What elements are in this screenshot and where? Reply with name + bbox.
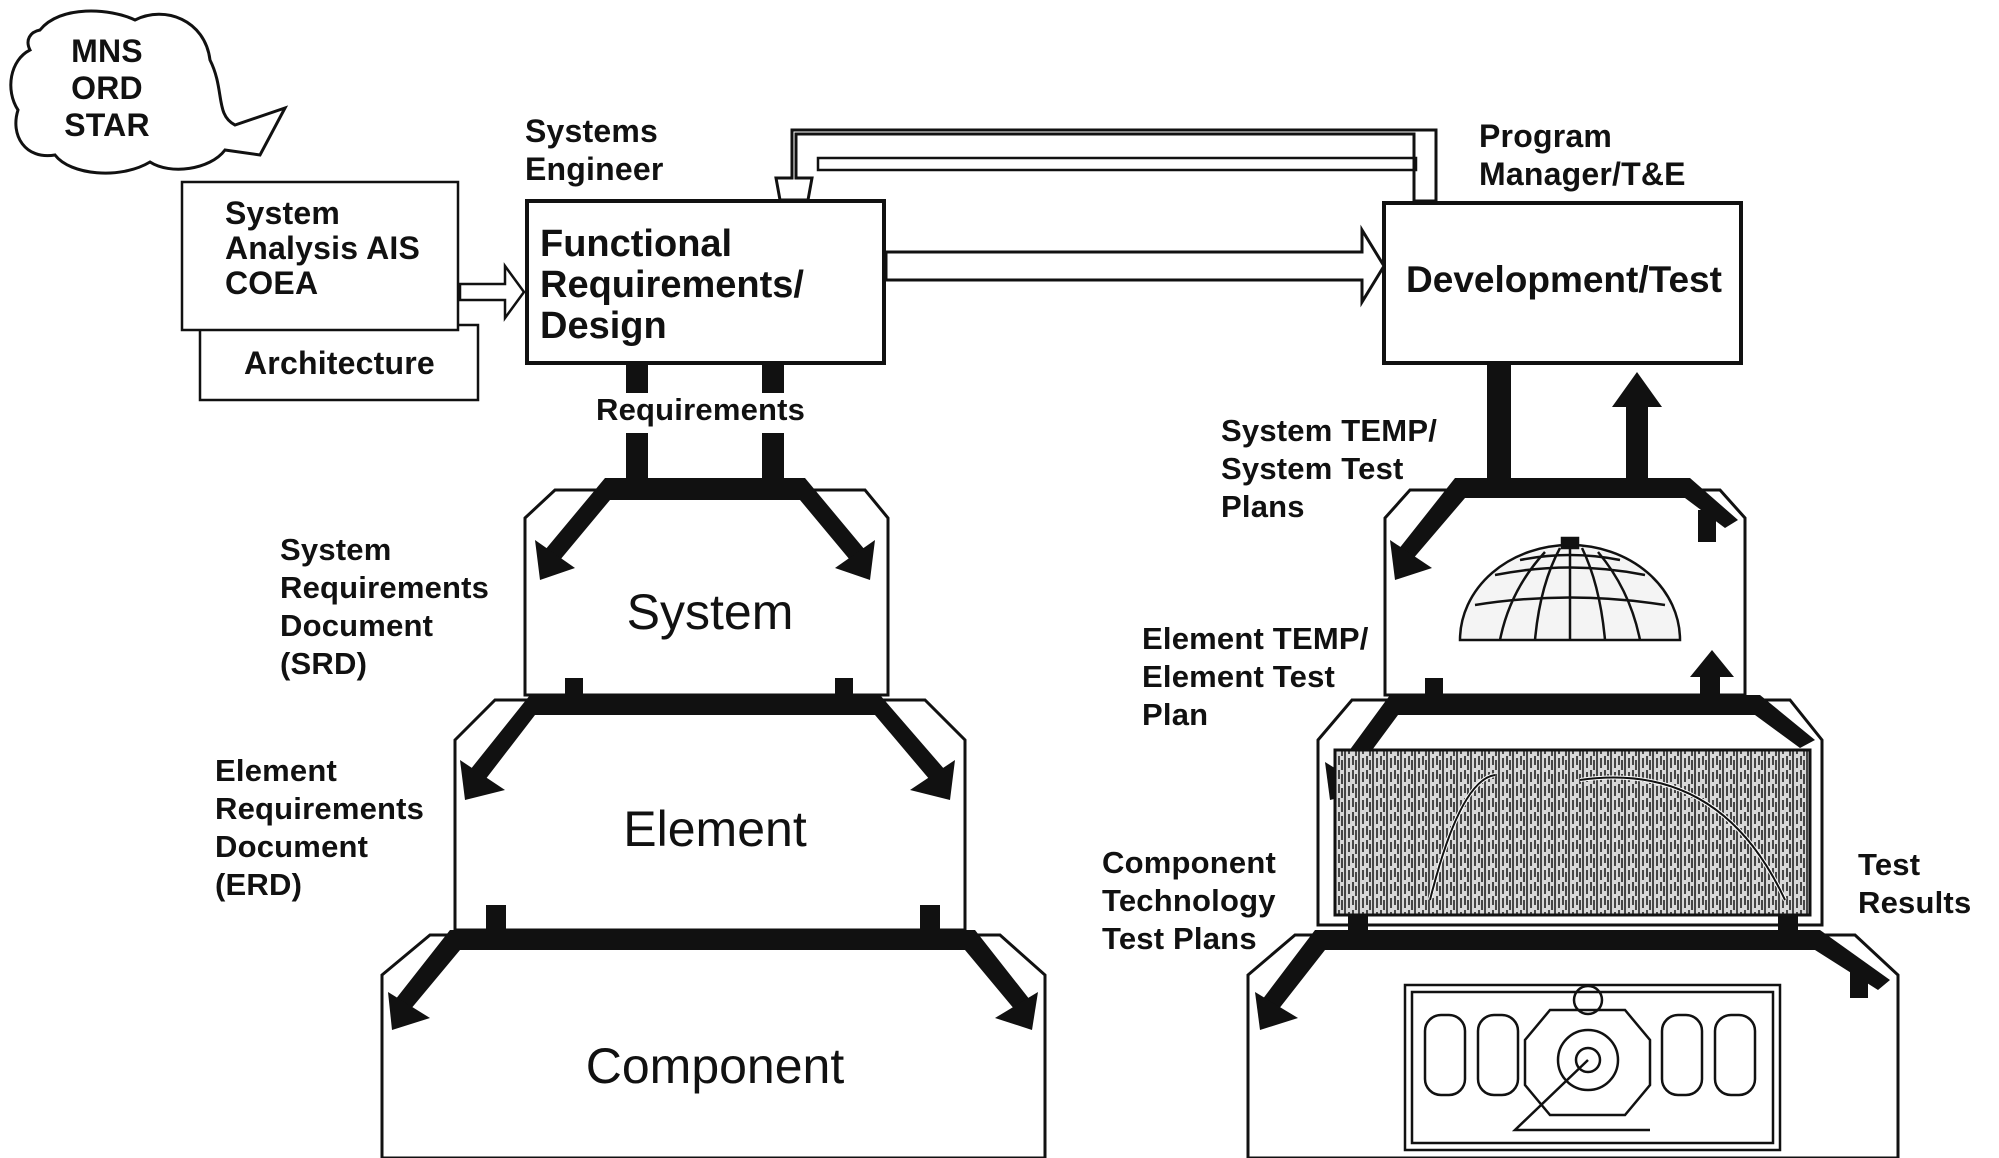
left-component-tier-label: Component [585,1038,845,1094]
element-testbed-panel [1333,748,1812,917]
functional-to-dev-arrow [884,224,1386,308]
req-connector-left-top [626,363,648,393]
analysis-box-label: System Analysis AIS COEA [225,195,421,301]
dome-illustration [1458,536,1682,642]
architecture-box [198,323,480,402]
component-test-plans-label: Component Technology Test Plans [1102,845,1276,956]
analysis-box [180,180,460,332]
left-system-tier [523,488,890,697]
req-connector-right [762,433,784,481]
left-element-arrows [460,678,955,800]
analysis-to-functional-arrow [458,262,526,322]
dev-up-arrowhead [1612,372,1662,407]
req-connector-right-top [762,363,784,393]
functional-box-label: Functional Requirements/ Design [540,223,804,347]
right-system-arrows [1390,478,1738,580]
program-manager-label: Program Manager/T&E [1479,118,1686,192]
architecture-label: Architecture [244,345,435,381]
srd-label: System Requirements Document (SRD) [280,532,490,681]
left-system-arrows [535,478,875,580]
dev-down-connector [1487,363,1511,481]
dev-test-box-label: Development/Test [1406,259,1722,300]
dev-test-box [1382,201,1743,365]
systems-engineer-label: Systems Engineer [525,113,664,187]
input-cloud-shape [9,9,289,175]
test-results-label: Test Results [1858,847,1972,920]
feedback-loop-inner [816,156,1418,172]
left-element-tier-label: Element [623,801,807,857]
input-cloud-label: MNS ORD STAR [64,33,150,143]
feedback-loop-arrow [774,128,1438,203]
erd-label: Element Requirements Document (ERD) [215,753,425,902]
dev-up-connector [1626,405,1648,481]
left-component-tier [380,933,1047,1158]
system-test-plans-label: System TEMP/ System Test Plans [1221,413,1438,524]
req-connector-left [626,433,648,481]
left-component-arrows [388,905,1038,1030]
element-test-plan-label: Element TEMP/ Element Test Plan [1142,621,1369,732]
requirements-label: Requirements [596,392,806,427]
tracking-machine-illustration [1403,983,1782,1152]
left-system-tier-label: System [626,584,794,640]
functional-box [525,199,886,365]
